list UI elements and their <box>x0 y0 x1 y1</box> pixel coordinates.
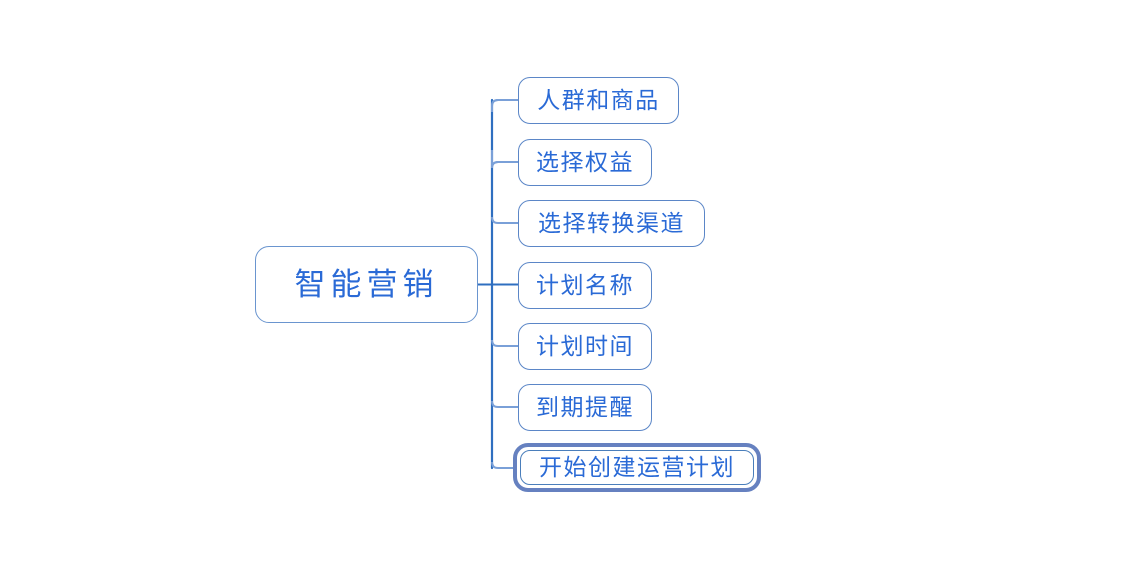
root-node[interactable]: 智能营销 <box>255 246 478 323</box>
child-node-5[interactable]: 计划时间 <box>518 323 652 370</box>
connector-branch-3 <box>491 216 518 224</box>
child-node-5-label: 计划时间 <box>536 333 634 359</box>
child-node-6[interactable]: 到期提醒 <box>518 384 652 431</box>
child-node-1[interactable]: 人群和商品 <box>518 77 679 124</box>
child-node-7-label: 开始创建运营计划 <box>539 454 735 480</box>
connector-branch-2 <box>491 150 518 169</box>
child-node-4[interactable]: 计划名称 <box>518 262 652 309</box>
child-node-7[interactable]: 开始创建运营计划 <box>520 450 754 485</box>
child-node-2[interactable]: 选择权益 <box>518 139 652 186</box>
child-node-3-label: 选择转换渠道 <box>538 210 685 236</box>
child-node-4-label: 计划名称 <box>536 272 634 298</box>
child-node-6-label: 到期提醒 <box>536 394 634 420</box>
child-node-2-label: 选择权益 <box>536 149 634 175</box>
connector-branch-1 <box>491 99 518 112</box>
connector-elbow-1 <box>491 99 499 107</box>
connector-branch-5 <box>491 339 518 347</box>
root-node-label: 智能营销 <box>294 267 439 302</box>
child-node-7-selection-outline[interactable]: 开始创建运营计划 <box>513 443 761 492</box>
connector-branch-6 <box>491 400 518 408</box>
connector-elbow-2 <box>491 161 499 169</box>
child-node-3[interactable]: 选择转换渠道 <box>518 200 705 247</box>
child-node-1-label: 人群和商品 <box>537 87 660 113</box>
